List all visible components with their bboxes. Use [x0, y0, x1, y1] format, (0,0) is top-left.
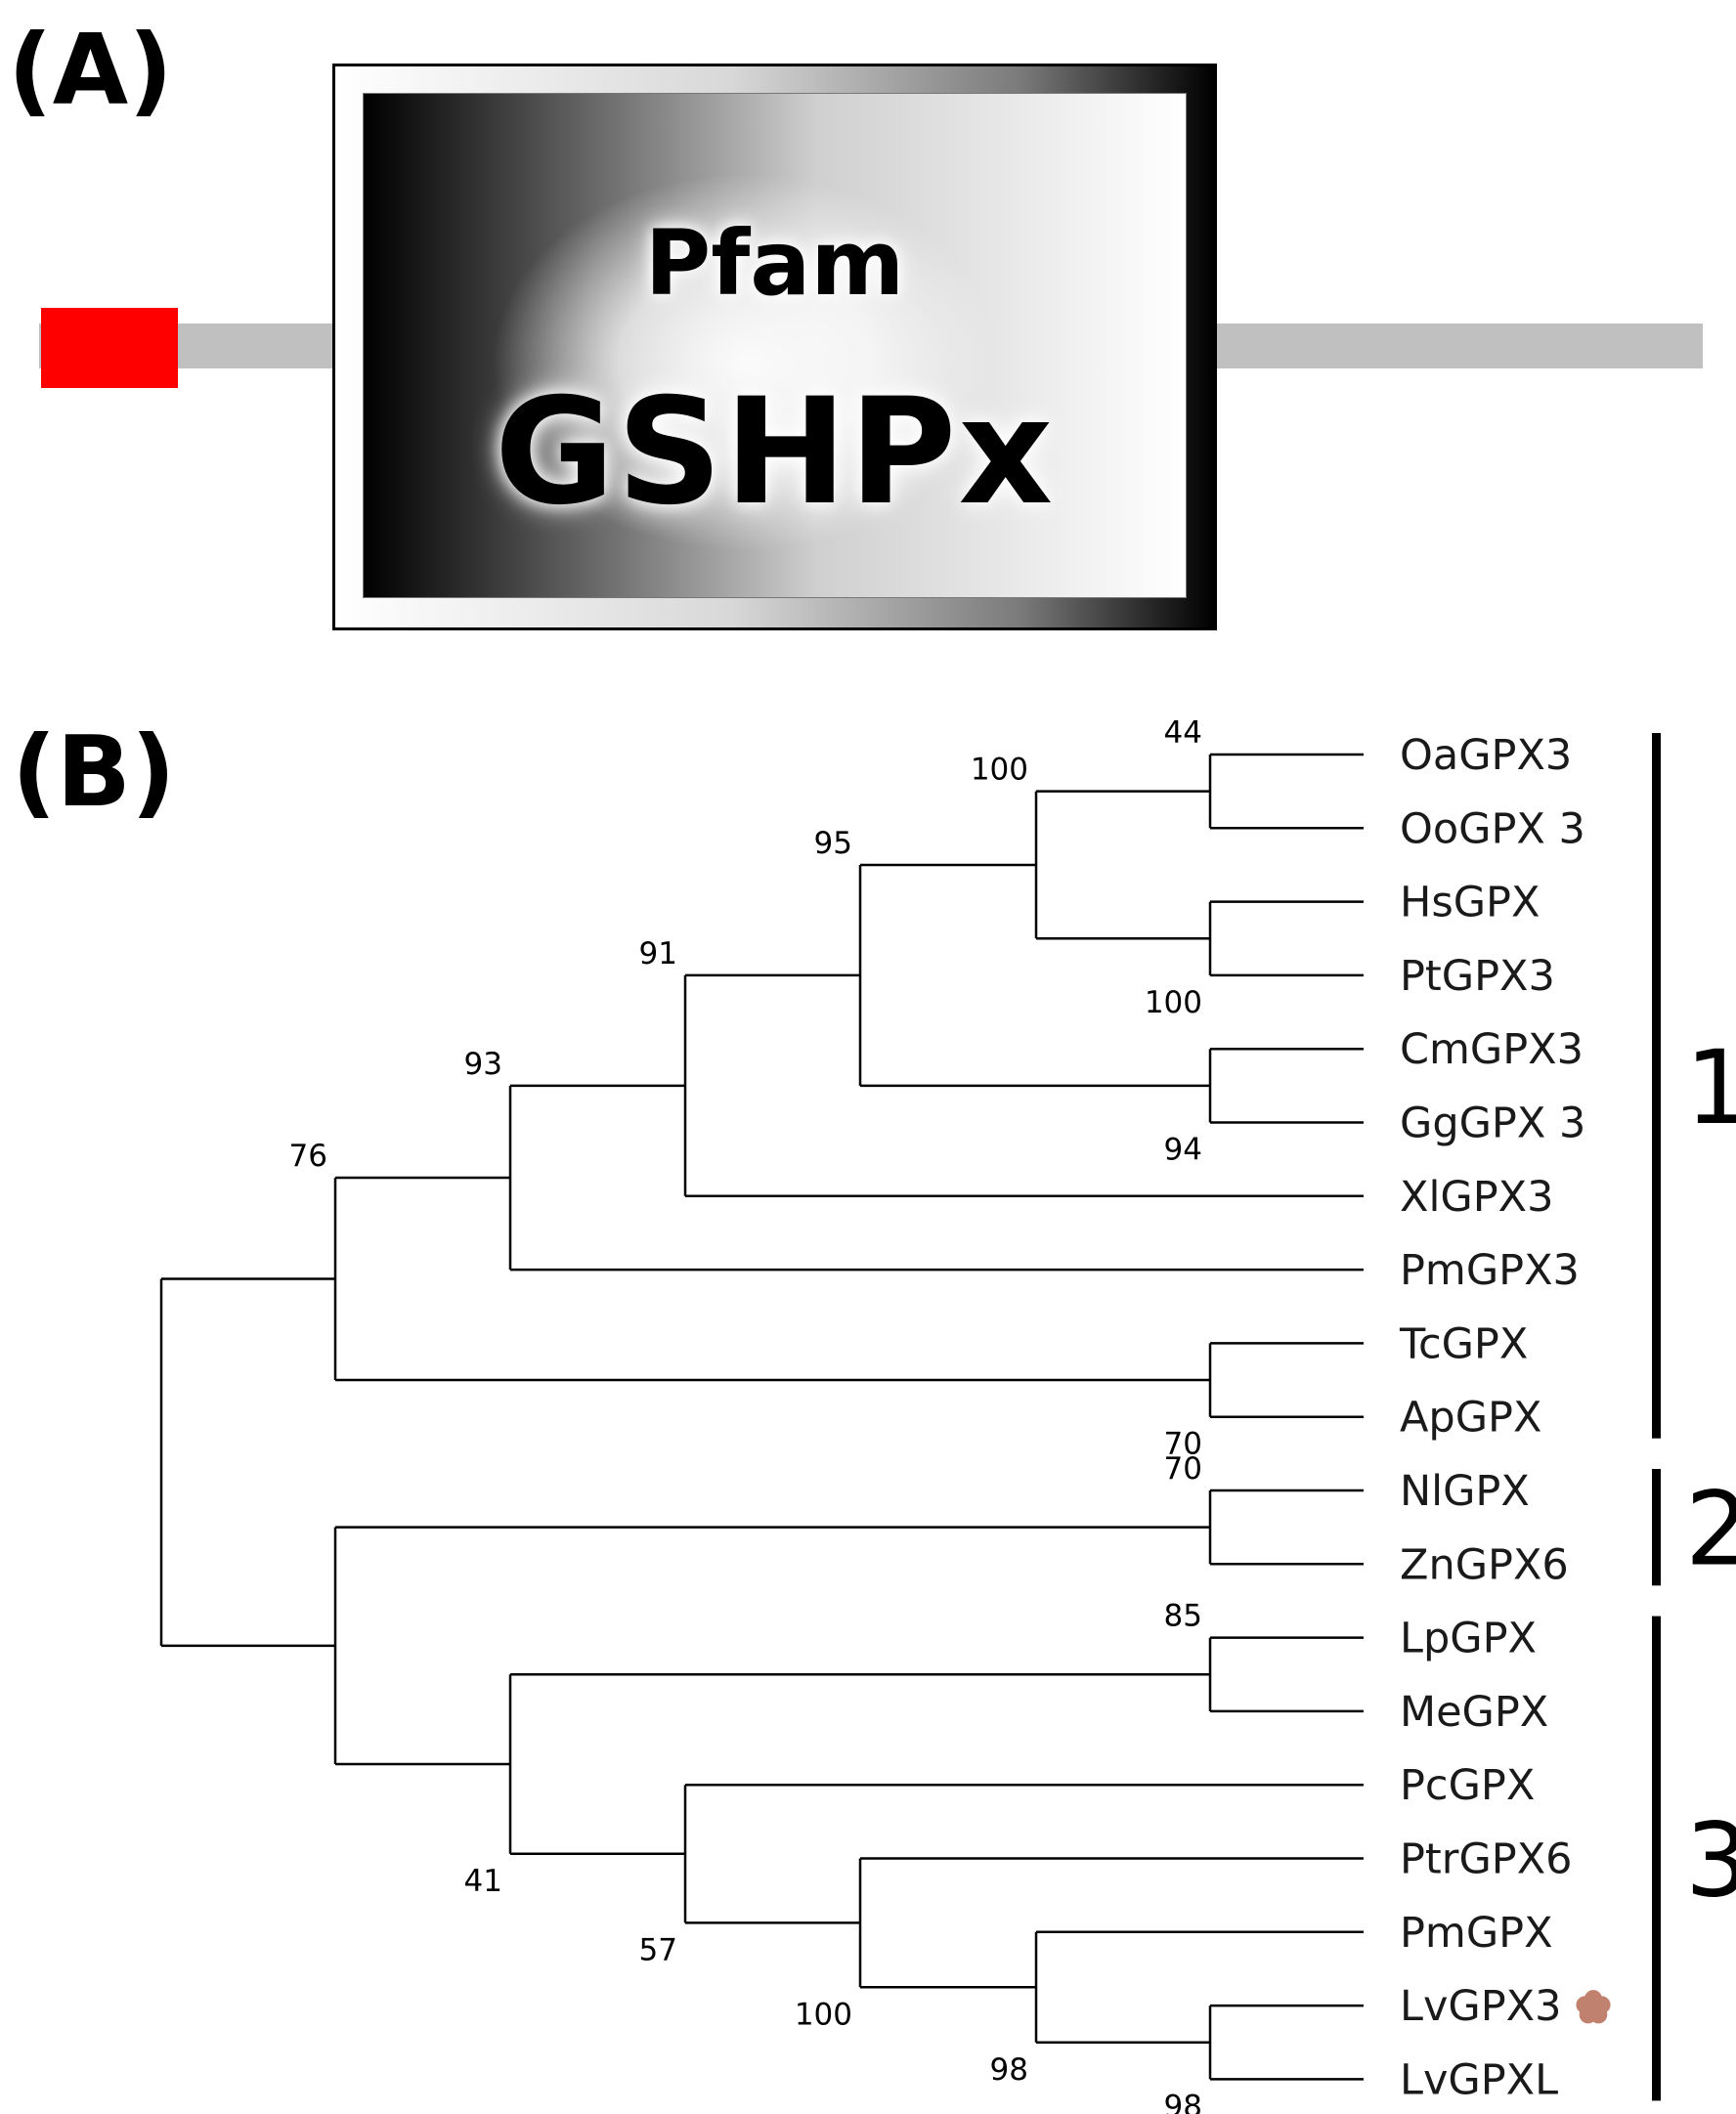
domain-glow	[491, 172, 999, 553]
panel-a-label: (A)	[8, 13, 173, 127]
bootstrap-value: 70	[1164, 1451, 1202, 1487]
clade-label: 1	[1685, 1028, 1736, 1147]
bootstrap-value: 76	[289, 1139, 327, 1174]
leaf-label: PmGPX3	[1400, 1246, 1580, 1295]
leaf-label: OaGPX3	[1400, 731, 1572, 780]
bootstrap-value: 41	[464, 1864, 502, 1899]
clade-label: 3	[1685, 1801, 1736, 1920]
bootstrap-value: 91	[639, 936, 677, 971]
leaf-label: HsGPX	[1400, 879, 1540, 928]
bootstrap-value: 98	[990, 2052, 1028, 2088]
leaf-label: PtGPX3	[1400, 952, 1555, 1001]
leaf-label: NlGPX	[1400, 1467, 1530, 1516]
leaf-label: LvGPX3	[1400, 1982, 1561, 2031]
clade-bar	[1652, 1616, 1661, 2101]
leaf-label: ApGPX	[1400, 1394, 1541, 1443]
gshpx-domain-box: Pfam GSHPx	[332, 64, 1217, 630]
bootstrap-value: 93	[464, 1047, 502, 1082]
clade-label: 2	[1685, 1470, 1736, 1589]
bootstrap-value: 70	[1164, 1427, 1202, 1462]
leaf-label: PmGPX	[1400, 1909, 1553, 1958]
leaf-label: LvGPXL	[1400, 2055, 1558, 2104]
leaf-label: PtrGPX6	[1400, 1835, 1573, 1884]
leaf-label: CmGPX3	[1400, 1025, 1584, 1074]
bootstrap-value: 100	[971, 753, 1028, 788]
leaf-label: XlGPX3	[1400, 1173, 1553, 1222]
bootstrap-value: 100	[1145, 985, 1202, 1020]
leaf-label: MeGPX	[1400, 1688, 1548, 1737]
bootstrap-value: 85	[1164, 1599, 1202, 1634]
bootstrap-value: 94	[1164, 1133, 1202, 1168]
highlight-marker-icon	[1576, 1990, 1611, 2024]
bootstrap-value: 95	[814, 826, 852, 861]
domain-db-label: Pfam	[644, 211, 905, 316]
clade-bar	[1652, 1469, 1661, 1586]
clade-bar	[1652, 733, 1661, 1439]
bootstrap-value: 57	[639, 1932, 677, 1967]
domain-name-label: GSHPx	[494, 367, 1056, 538]
leaf-label: ZnGPX6	[1400, 1540, 1569, 1589]
domain-inner-box: Pfam GSHPx	[363, 93, 1187, 598]
protein-backbone-right	[1208, 324, 1703, 368]
leaf-label: OoGPX 3	[1400, 804, 1585, 853]
leaf-label: PcGPX	[1400, 1761, 1535, 1810]
leaf-label: TcGPX	[1399, 1319, 1528, 1368]
leaf-label: LpGPX	[1400, 1615, 1537, 1663]
bootstrap-value: 100	[795, 1997, 852, 2032]
panel-b-label: (B)	[12, 714, 176, 829]
bootstrap-value: 98	[1164, 2089, 1202, 2114]
leaf-label: GgGPX 3	[1400, 1100, 1585, 1148]
signal-peptide	[41, 308, 178, 388]
bootstrap-value: 44	[1164, 715, 1202, 751]
